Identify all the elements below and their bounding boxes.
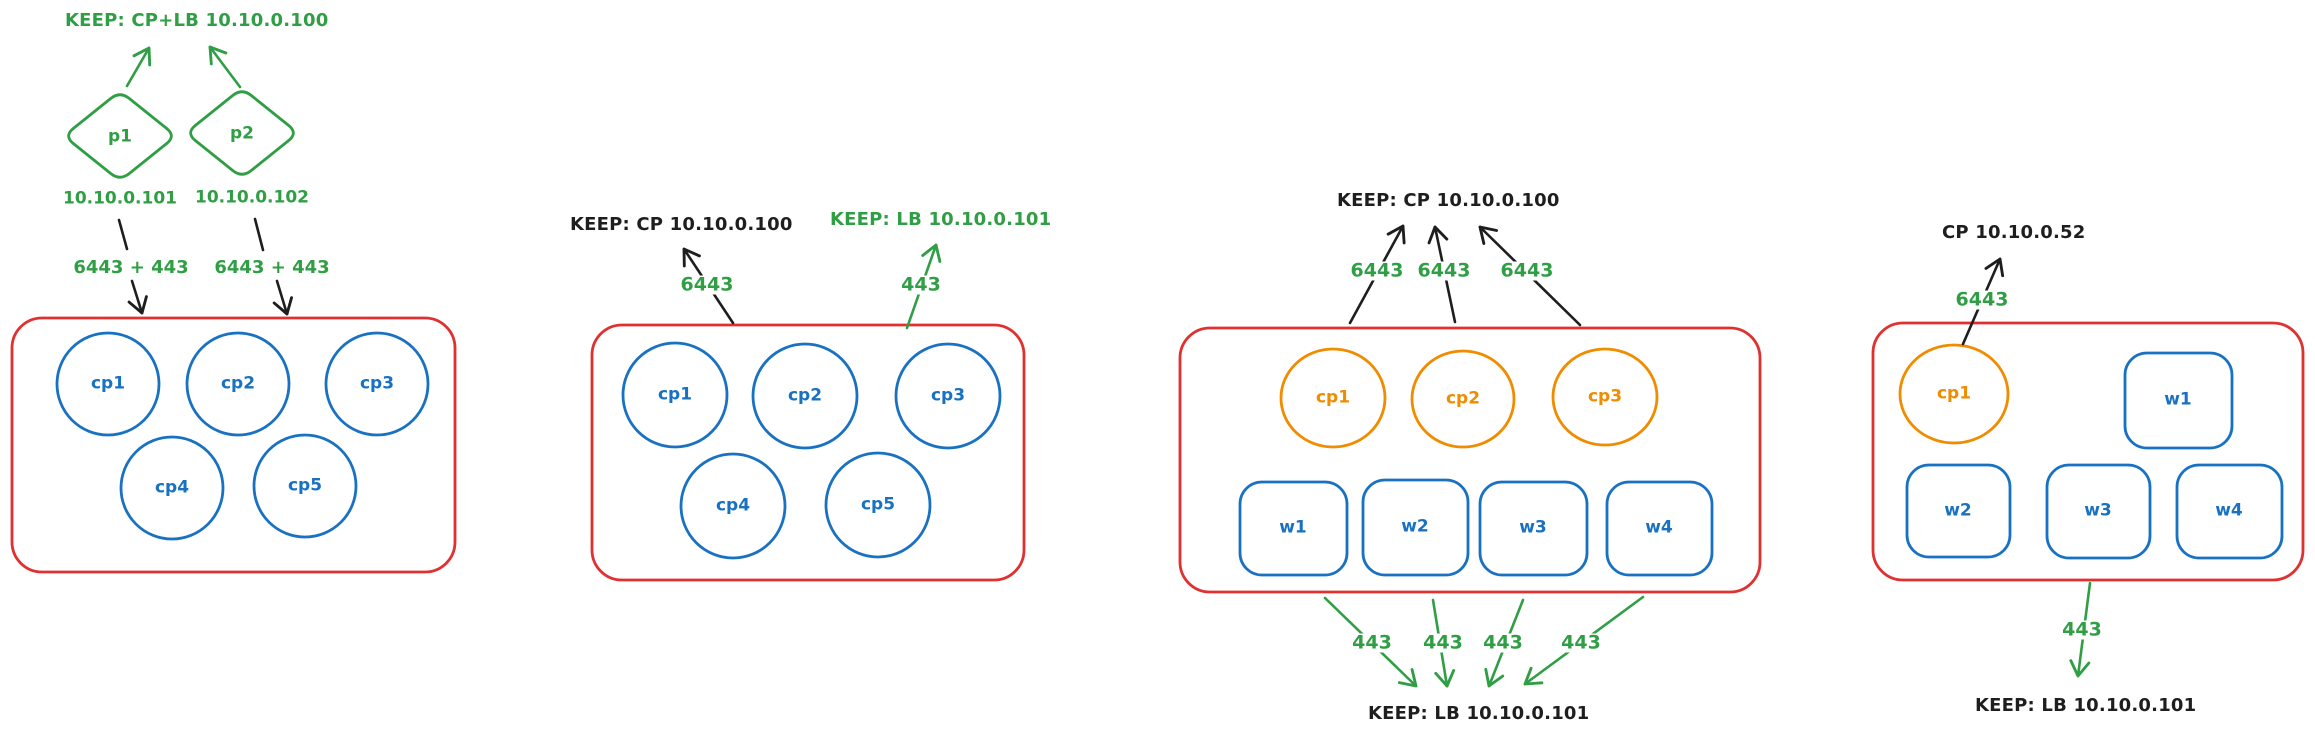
cluster4-worker-w2 xyxy=(1905,463,2012,559)
cluster3-cp3-label: cp3 xyxy=(1587,386,1623,407)
cluster2-cp3-label: cp3 xyxy=(930,385,966,406)
cluster1-node-cp5 xyxy=(252,433,358,539)
cluster1-node-cp4 xyxy=(119,435,225,541)
cluster4-worker-w3 xyxy=(2045,463,2152,560)
cluster4-w3-label: w3 xyxy=(2084,500,2112,521)
cluster2-node-cp5 xyxy=(824,451,932,559)
cluster2-node-cp4 xyxy=(679,452,787,560)
proxy-p1-label: p1 xyxy=(108,126,132,147)
arrow-p1-to-cluster1 xyxy=(127,279,148,315)
cluster4-lb-port-label: 443 xyxy=(2059,620,2105,640)
cluster3-keep-cp-label: KEEP: CP 10.10.0.100 xyxy=(1337,190,1560,211)
cluster3-worker-w4 xyxy=(1605,480,1714,577)
cluster3-w1-label: w1 xyxy=(1279,517,1307,538)
cluster2-lb-port-label: 443 xyxy=(898,275,944,295)
cluster3-w2-label: w2 xyxy=(1401,516,1429,537)
cluster2-keep-cp-label: KEEP: CP 10.10.0.100 xyxy=(570,214,793,235)
line-p2-to-ports xyxy=(253,217,265,252)
cluster2-cp-port-label: 6443 xyxy=(677,275,737,295)
cluster4-cp-port-label: 6443 xyxy=(1952,290,2012,310)
cluster4-cp-ip-label: CP 10.10.0.52 xyxy=(1942,222,2086,243)
cluster3-cp1-label: cp1 xyxy=(1315,387,1351,408)
cluster3-lb-port4-label: 443 xyxy=(1558,633,1604,653)
arrow-p2-to-cluster1 xyxy=(272,279,293,316)
cluster3-worker-w3 xyxy=(1478,480,1589,577)
proxy-p2-label: p2 xyxy=(230,123,254,144)
proxy-p1-ports-label: 6443 + 443 xyxy=(73,257,189,278)
cluster4-keep-lb-label: KEEP: LB 10.10.0.101 xyxy=(1975,695,2197,716)
cluster2-keep-lb-label: KEEP: LB 10.10.0.101 xyxy=(830,209,1052,230)
cluster3-cp2-label: cp2 xyxy=(1445,388,1481,409)
cluster4-worker-w4 xyxy=(2175,463,2284,560)
cluster1-node-cp3 xyxy=(324,331,430,437)
cluster3-w3-label: w3 xyxy=(1519,517,1547,538)
cluster3-lb-port3-label: 443 xyxy=(1480,633,1526,653)
cluster3-worker-w1 xyxy=(1238,480,1349,577)
cluster1-cp2-label: cp2 xyxy=(220,373,256,394)
cluster3-cp-port3-label: 6443 xyxy=(1497,261,1557,281)
cluster3-lb-port1-label: 443 xyxy=(1349,633,1395,653)
cluster3-worker-w2 xyxy=(1361,478,1470,577)
cluster4-w4-label: w4 xyxy=(2215,500,2243,521)
cluster2-cp5-label: cp5 xyxy=(860,494,896,515)
cluster3-cp-port2-label: 6443 xyxy=(1414,261,1474,281)
cluster3-lb-port2-label: 443 xyxy=(1420,633,1466,653)
cluster1-cp5-label: cp5 xyxy=(287,475,323,496)
cluster2-node-cp3 xyxy=(894,342,1002,450)
proxy-p2-ip-label: 10.10.0.102 xyxy=(194,187,310,208)
arrow-p1-to-keep-vip xyxy=(125,46,152,88)
cluster3-boundary xyxy=(1178,326,1762,594)
cluster1-cp1-label: cp1 xyxy=(90,373,126,394)
cluster2-node-cp1 xyxy=(621,341,729,449)
proxy-p2-diamond xyxy=(189,90,295,176)
cluster1-node-cp2 xyxy=(185,331,291,437)
cluster3-node-cp1 xyxy=(1279,347,1387,449)
cluster1-node-cp1 xyxy=(55,331,161,437)
cluster2-boundary xyxy=(590,323,1026,582)
cluster1-cp4-label: cp4 xyxy=(154,477,190,498)
cluster2-cp2-label: cp2 xyxy=(787,385,823,406)
cluster4-w1-label: w1 xyxy=(2164,389,2192,410)
proxy-p1-ip-label: 10.10.0.101 xyxy=(62,188,178,209)
cluster1-cp3-label: cp3 xyxy=(359,373,395,394)
cluster3-node-cp3 xyxy=(1551,347,1659,447)
arrow-p2-to-keep-vip xyxy=(208,45,242,89)
line-p1-to-ports xyxy=(117,218,129,251)
cluster4-node-cp1 xyxy=(1898,343,2010,445)
cluster4-w2-label: w2 xyxy=(1944,500,1972,521)
cluster2-cp4-label: cp4 xyxy=(715,495,751,516)
proxy-p1-diamond xyxy=(67,93,173,179)
cluster3-cp-port1-label: 6443 xyxy=(1347,261,1407,281)
cluster2-cp1-label: cp1 xyxy=(657,384,693,405)
cluster1-keep-vip-label: KEEP: CP+LB 10.10.0.100 xyxy=(65,10,329,31)
cluster2-node-cp2 xyxy=(751,342,859,450)
cluster4-worker-w1 xyxy=(2123,351,2234,450)
proxy-p2-ports-label: 6443 + 443 xyxy=(214,257,330,278)
cluster3-node-cp2 xyxy=(1410,349,1516,449)
cluster3-w4-label: w4 xyxy=(1645,517,1673,538)
cluster1-boundary xyxy=(10,316,457,574)
cluster4-cp1-label: cp1 xyxy=(1936,383,1972,404)
cluster3-keep-lb-label: KEEP: LB 10.10.0.101 xyxy=(1368,703,1590,724)
cluster4-boundary xyxy=(1871,321,2305,582)
